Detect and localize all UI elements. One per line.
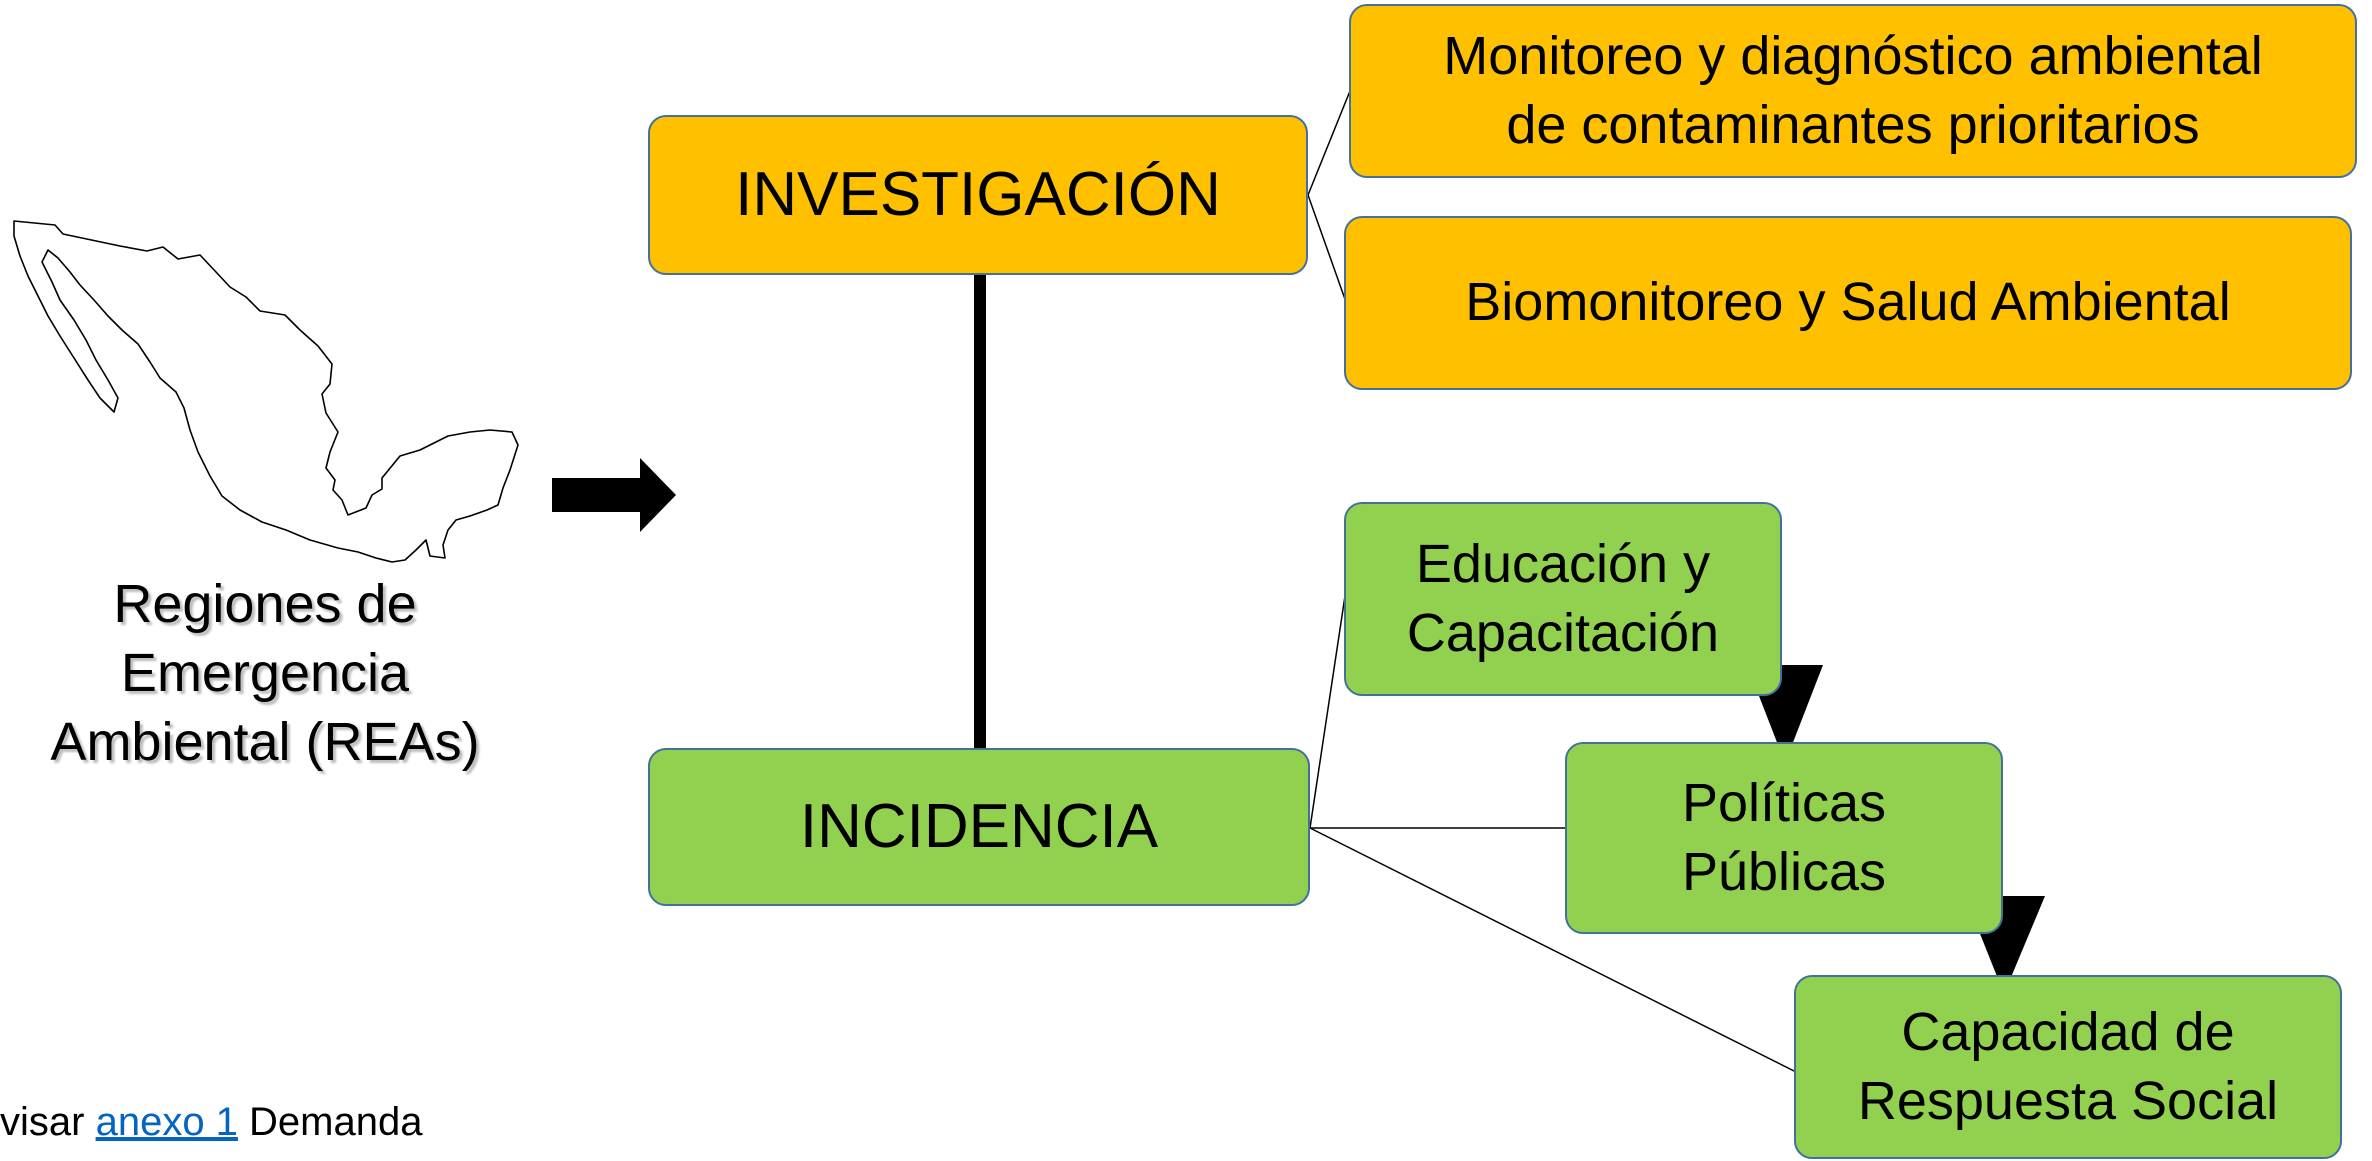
- incidencia-item-educacion: Educación y Capacitación: [1344, 502, 1782, 696]
- incidencia-label: INCIDENCIA: [799, 792, 1159, 862]
- investigacion-item-biomonitoreo: Biomonitoreo y Salud Ambiental: [1344, 216, 2352, 390]
- annex-note: visar anexo 1 Demanda: [0, 1100, 422, 1145]
- connector-incidencia-1: [1309, 595, 1346, 829]
- item-line: Capacidad de: [1901, 1001, 2235, 1062]
- incidencia-box: INCIDENCIA: [648, 748, 1310, 906]
- item-line: Biomonitoreo y Salud Ambiental: [1465, 272, 2231, 333]
- mexico-map-outline-icon: [13, 220, 519, 563]
- connector-investigacion-2: [1307, 194, 1347, 303]
- map-label: Regiones de Emergencia Ambiental (REAs): [10, 570, 520, 777]
- item-line: Públicas: [1681, 842, 1887, 902]
- investigacion-box: INVESTIGACIÓN: [648, 115, 1308, 275]
- investigacion-item-monitoreo: Monitoreo y diagnóstico ambiental de con…: [1349, 4, 2357, 178]
- investigacion-label: INVESTIGACIÓN: [735, 160, 1221, 230]
- map-label-line-3: Ambiental (REAs): [50, 712, 480, 773]
- map-label-line-1: Regiones de: [113, 574, 417, 634]
- incidencia-item-capacidad: Capacidad de Respuesta Social: [1794, 975, 2342, 1159]
- item-line: Capacitación: [1406, 603, 1720, 663]
- map-label-line-2: Emergencia: [120, 643, 410, 704]
- item-line: de contaminantes prioritarios: [1506, 95, 2200, 155]
- connector-incidencia-3: [1309, 827, 1797, 1073]
- connector-investigacion-1: [1307, 85, 1353, 196]
- annex-note-suffix: Demanda: [237, 1100, 423, 1144]
- right-arrow-icon: [552, 458, 676, 532]
- annex-link[interactable]: anexo 1: [95, 1100, 238, 1144]
- item-line: Respuesta Social: [1857, 1071, 2279, 1131]
- item-line: Monitoreo y diagnóstico ambiental: [1443, 25, 2263, 86]
- item-line: Políticas: [1681, 772, 1887, 833]
- incidencia-item-politicas: Políticas Públicas: [1565, 742, 2003, 934]
- item-line: Educación y: [1415, 533, 1711, 594]
- annex-note-prefix: visar: [0, 1100, 96, 1144]
